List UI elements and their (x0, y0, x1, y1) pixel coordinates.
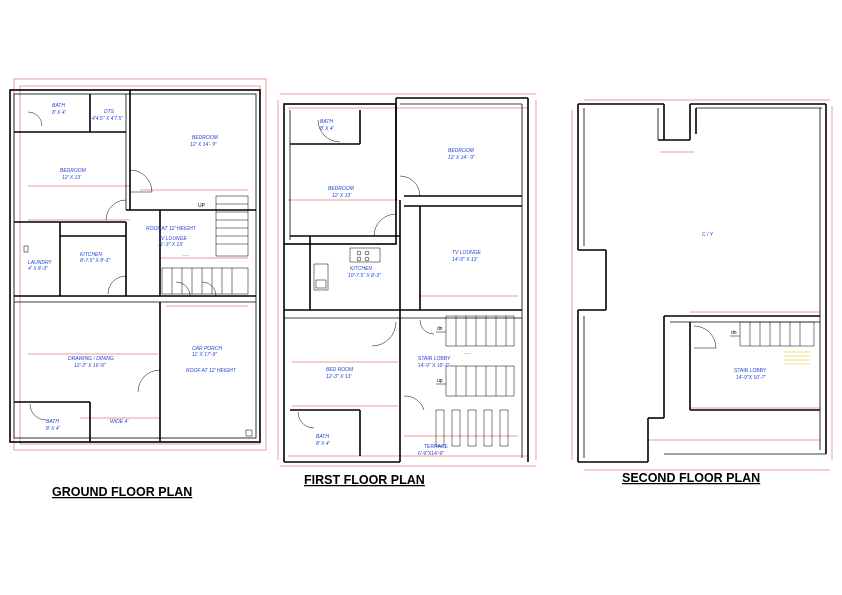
second-walls (577, 103, 827, 463)
second-stair-label: STAIR LOBBY (734, 368, 767, 374)
first-bedroom2-size: 12' X 13' (332, 193, 352, 199)
first-up-label: up (437, 378, 443, 384)
first-bedroom1-size: 12' X 14'- 9" (448, 155, 475, 161)
ground-drawing-label: DRAWING / DINING (68, 356, 114, 362)
second-floor-title: SECOND FLOOR PLAN (622, 471, 760, 485)
ground-roof1-label: ROOF AT 12' HEIGHT (146, 226, 197, 232)
first-doors (297, 119, 435, 429)
first-kitchen-size: 10'-7.5" X 8'-3" (348, 273, 381, 279)
ground-floor-title: GROUND FLOOR PLAN (52, 485, 192, 499)
ground-doors (27, 111, 217, 421)
first-stair-size: 14'-9" X 10'-7" (418, 363, 450, 369)
first-bedroom3-size: 12'-3" X 13' (326, 374, 352, 380)
first-tv-size: 14'-9" X 13' (452, 257, 478, 263)
ground-stair-note-green: —— (182, 253, 190, 257)
first-walls (283, 97, 529, 463)
second-dimension-lines (571, 99, 833, 471)
second-room-labels: C / Y dn STAIR LOBBY 14'-9"X 10'-7" (702, 232, 767, 381)
ground-walls (9, 89, 261, 443)
first-bedroom2-label: BEDROOM (328, 186, 355, 192)
ground-bedroom1-size: 12' X 14'- 9" (190, 142, 217, 148)
first-bedroom1-label: BEDROOM (448, 148, 475, 154)
first-stairs (436, 315, 515, 397)
ground-wide-label: WIDE 4' (110, 419, 129, 425)
ground-bath1-size: 8' X 4' (52, 110, 67, 116)
ground-room-labels: BATH 8' X 4' DTS 4'4.5" X 4'7.5" BEDROOM… (28, 103, 237, 432)
second-dn-label: dn (731, 330, 737, 336)
ground-kitchen-label: KITCHEN (80, 252, 102, 258)
ground-bath2-size: 8' X 4' (46, 426, 61, 432)
ground-drawing-size: 12'-3" X 16'-9" (74, 363, 106, 369)
ground-tv-size: 11'-3" X 13' (158, 242, 184, 248)
ground-bath2-label: BATH (46, 419, 59, 425)
ground-tv-label: TV LOUNGE (158, 236, 188, 242)
first-terrace-label: TERRACE (424, 444, 449, 450)
first-terrace-fins (435, 409, 509, 447)
second-stair-size: 14'-9"X 10'-7" (736, 375, 766, 381)
first-dn-label: dn (437, 326, 443, 332)
ground-dts-size: 4'4.5" X 4'7.5" (92, 116, 123, 122)
ground-stairs (161, 195, 249, 295)
first-floor-title: FIRST FLOOR PLAN (304, 473, 425, 487)
ground-porch-size: 11' X 17'-9" (192, 352, 217, 358)
first-room-labels: BATH 8' X 4' BEDROOM 12' X 14'- 9" BEDRO… (316, 119, 482, 457)
second-floor-plan: C / Y dn STAIR LOBBY 14'-9"X 10'-7" SECO… (571, 99, 833, 485)
ground-dimension-lines (13, 78, 267, 451)
ground-bedroom1-label: BEDROOM (192, 135, 219, 141)
ground-laundry-label: LAUNDRY (28, 260, 52, 266)
second-cy-label: C / Y (702, 232, 714, 238)
ground-dts-label: DTS (104, 109, 115, 115)
second-stairs (730, 321, 815, 365)
first-bath1-label: BATH (320, 119, 333, 125)
ground-bedroom2-label: BEDROOM (60, 168, 87, 174)
first-floor-plan: BATH 8' X 4' BEDROOM 12' X 14'- 9" BEDRO… (277, 93, 537, 487)
ground-bath1-label: BATH (52, 103, 65, 109)
ground-floor-plan: BATH 8' X 4' DTS 4'4.5" X 4'7.5" BEDROOM… (9, 78, 267, 499)
first-bath2-size: 8' X 4' (316, 441, 331, 447)
first-tv-label: TV LOUNGE (452, 250, 482, 256)
first-bath1-size: 8' X 4' (320, 126, 335, 132)
first-bath2-label: BATH (316, 434, 329, 440)
ground-up-label: UP (198, 203, 206, 209)
first-terrace-size: 6'-9"X14'-9" (418, 451, 444, 457)
ground-bedroom2-size: 12' X 13' (62, 175, 82, 181)
ground-laundry-size: 4' X 8'-3" (28, 266, 48, 272)
ground-porch-label: CAR PORCH (192, 346, 222, 352)
ground-roof2-label: ROOF AT 12' HEIGHT (186, 368, 237, 374)
ground-kitchen-size: 8'-7.5" X 8'-3" (80, 258, 110, 264)
first-stair-note-green: —— (464, 351, 472, 355)
first-stair-label: STAIR LOBBY (418, 356, 451, 362)
second-doors (693, 325, 717, 349)
first-bedroom3-label: BED ROOM (326, 367, 354, 373)
first-kitchen-label: KITCHEN (350, 266, 372, 272)
